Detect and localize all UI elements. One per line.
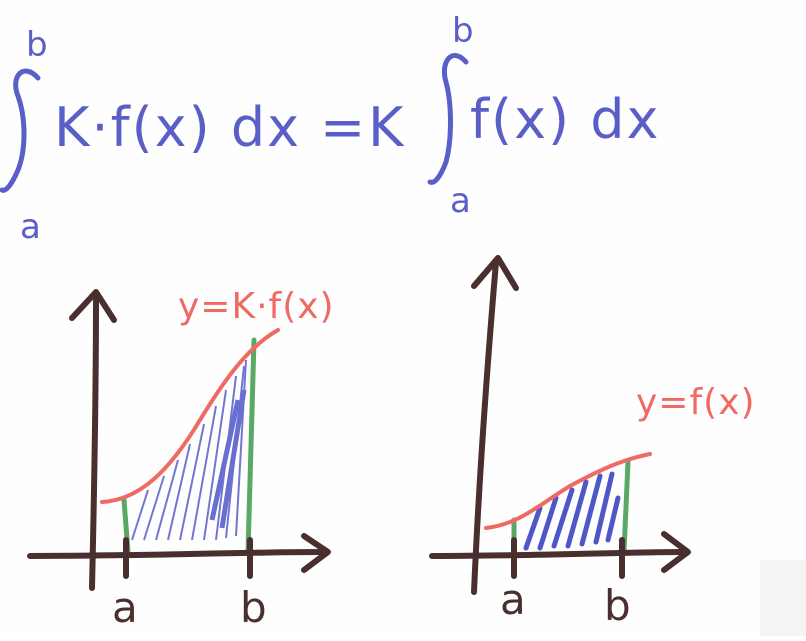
left-curve: [100, 328, 280, 504]
right-y-axis: [471, 259, 499, 595]
left-integrand: K·f(x) dx: [54, 96, 301, 159]
right-upper-limit: b: [452, 11, 476, 51]
left-lower-limit: a: [20, 207, 43, 247]
left-x-axis-arrowhead: [301, 533, 331, 573]
left-tick-a-label: a: [112, 583, 138, 632]
right-curve: [484, 452, 652, 530]
left-integral-sign: [0, 68, 41, 193]
right-integrand: f(x) dx: [470, 88, 661, 151]
right-y-axis-arrowhead: [471, 255, 519, 291]
left-graph-scaled-function: a b y=K·f(x): [27, 286, 335, 632]
constant-k: K: [368, 96, 405, 159]
right-curve-label: y=f(x): [636, 382, 756, 423]
constant-multiple-rule-formula: b a K·f(x) dx = K b a f(x) dx: [0, 11, 661, 247]
left-shaded-area: [131, 359, 247, 541]
right-bound-b-line: [621, 459, 631, 555]
left-y-axis-arrowhead: [69, 289, 117, 323]
left-x-axis: [27, 549, 329, 559]
equals-sign: =: [320, 96, 367, 159]
left-curve-label: y=K·f(x): [178, 286, 335, 327]
left-bound-b-line: [245, 337, 257, 555]
left-upper-limit: b: [26, 25, 50, 65]
right-integral-sign: [427, 53, 469, 185]
right-x-axis-arrowhead: [661, 531, 691, 573]
right-x-axis: [429, 549, 687, 559]
right-lower-limit: a: [450, 181, 473, 221]
right-graph-original-function: a b y=f(x): [429, 255, 756, 630]
left-tick-b-label: b: [240, 583, 267, 632]
left-y-axis: [89, 293, 99, 591]
right-tick-a-label: a: [500, 575, 526, 624]
paper-smudge: [760, 560, 806, 636]
right-tick-b-label: b: [604, 581, 631, 630]
right-shaded-area: [523, 471, 621, 551]
